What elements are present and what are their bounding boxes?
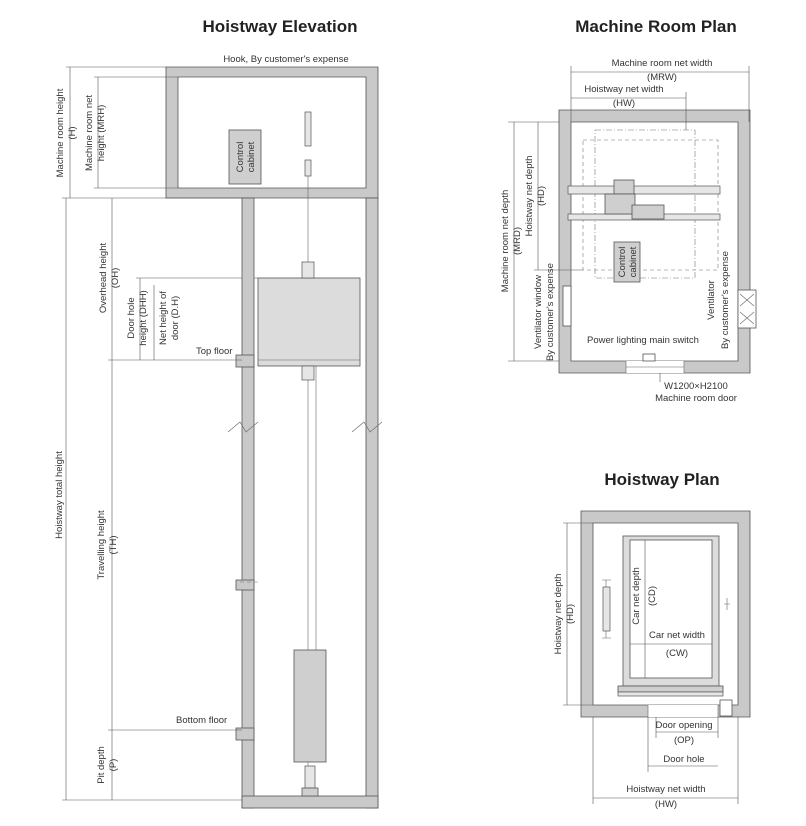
- mrw-label-2: (MRW): [647, 72, 677, 83]
- total-height-label: Hoistway total height: [54, 451, 65, 539]
- hoistway-plan: Hoistway net depth (HD) Car net depth (C…: [553, 510, 751, 810]
- hoistway-left-wall: [241, 197, 255, 809]
- mr-height-label-2: (H): [67, 126, 78, 139]
- fan-icon: [739, 293, 755, 325]
- door-gap: [648, 705, 718, 717]
- counterweight: [293, 649, 327, 763]
- mr-door-size-label: W1200×H2100: [664, 381, 728, 392]
- cwt-rails: [602, 579, 611, 639]
- car-inner: [629, 539, 713, 679]
- mr-hd-label-1: Hoistway net depth: [524, 156, 535, 237]
- vent-label-2: By customer's expense: [720, 251, 731, 349]
- cw-label-2: (CW): [666, 648, 688, 659]
- counterweight-plan: [602, 586, 611, 632]
- hook-label: Hook, By customer's expense: [223, 54, 348, 65]
- mr-height-label-1: Machine room height: [55, 88, 66, 177]
- vent-label-1: Ventilator: [706, 280, 717, 320]
- door-hole-label-2: height (DHH): [138, 290, 149, 345]
- op-label-1: Door opening: [655, 720, 712, 731]
- cd-label-2: (CD): [647, 586, 658, 606]
- overhead-label-2: (OH): [110, 268, 121, 289]
- cw-label-1: Car net width: [649, 630, 705, 641]
- mrd-label-1: Machine room net depth: [500, 190, 511, 292]
- machine-beam-top: [567, 185, 721, 195]
- sheave: [304, 159, 312, 177]
- machine-drive: [631, 204, 665, 220]
- mr-net-label-1: Machine room net: [84, 95, 95, 171]
- mr-hd-label-2: (HD): [536, 186, 547, 206]
- plan-hd-label-2: (HD): [565, 604, 576, 624]
- car-sill-plan: [617, 685, 724, 693]
- plan-door-hole-label: Door hole: [663, 754, 704, 765]
- pit-label-1: Pit depth: [96, 746, 107, 784]
- control-cabinet-plan: [613, 241, 641, 283]
- control-cabinet-label-1: Control: [235, 142, 246, 173]
- mrw-label-1: Machine room net width: [612, 58, 713, 69]
- break-mark-right: [351, 421, 383, 433]
- car-top-frame: [301, 261, 315, 279]
- power-switch: [642, 353, 656, 362]
- mr-door-label: Machine room door: [655, 393, 737, 404]
- hoistway-elevation: Control cabinet: [54, 54, 383, 809]
- car-rail-right: [724, 598, 730, 610]
- machine-room-plan-walls: [558, 109, 751, 374]
- pit-label-2: (P): [108, 759, 119, 772]
- landing-button: [719, 699, 733, 717]
- hoistway-plan-walls: [580, 510, 751, 718]
- control-cabinet-elevation: [228, 129, 262, 185]
- landing-sill-plan: [617, 691, 724, 697]
- title-hoistway-plan: Hoistway Plan: [604, 470, 719, 489]
- plan-hd-label-1: Hoistway net depth: [553, 574, 564, 655]
- door-hole-label-1: Door hole: [126, 297, 137, 338]
- mr-control-label-2: cabinet: [628, 246, 639, 277]
- break-mark-left: [227, 421, 259, 433]
- plan-hw-label-2: (HW): [655, 799, 677, 810]
- op-label-2: (OP): [674, 735, 694, 746]
- ventilator-window: [562, 285, 572, 327]
- travel-label-1: Travelling height: [96, 510, 107, 580]
- travel-label-2: (TH): [108, 536, 119, 555]
- mr-hw-label-1: Hoistway net width: [584, 84, 663, 95]
- plan-hw-label-1: Hoistway net width: [626, 784, 705, 795]
- mrd-label-2: (MRD): [512, 227, 523, 255]
- buffer: [304, 765, 316, 789]
- cd-label-1: Car net depth: [631, 567, 642, 625]
- hoistway-right-wall: [365, 197, 379, 809]
- mr-net-label-2: height (MRH): [96, 105, 107, 162]
- top-floor-slab: [235, 354, 255, 368]
- hoistway-projection-2: [582, 139, 719, 271]
- top-floor-label: Top floor: [196, 346, 232, 357]
- mid-floor-slab: [235, 579, 255, 591]
- hoistway-projection: [594, 129, 696, 279]
- power-switch-label: Power lighting main switch: [587, 335, 699, 346]
- machine-motor: [613, 179, 635, 195]
- net-door-label-2: door (D.H): [170, 296, 181, 340]
- mr-hw-label-2: (HW): [613, 98, 635, 109]
- machine-body: [604, 193, 636, 215]
- vent-window-label-1: Ventilator window: [533, 275, 544, 349]
- ventilator-fan: [737, 289, 757, 329]
- elevator-car: [257, 277, 361, 367]
- machine-room-walls: [165, 66, 379, 199]
- net-door-label-1: Net height of: [158, 291, 169, 345]
- machine-room-plan: Control cabinet Machine room net width (…: [500, 58, 757, 404]
- pit-floor: [241, 795, 379, 809]
- traction-machine: [304, 111, 312, 147]
- vent-window-label-2: By customer's expense: [545, 263, 556, 361]
- control-cabinet-label-2: cabinet: [246, 141, 257, 172]
- title-machine-room-plan: Machine Room Plan: [575, 17, 737, 36]
- bottom-floor-label: Bottom floor: [176, 715, 227, 726]
- car-bottom-frame: [301, 365, 315, 381]
- title-hoistway-elevation: Hoistway Elevation: [203, 17, 358, 36]
- bottom-floor-slab: [235, 727, 255, 741]
- mr-control-label-1: Control: [617, 247, 628, 278]
- buffer-base: [301, 787, 319, 797]
- overhead-label-1: Overhead height: [98, 243, 109, 314]
